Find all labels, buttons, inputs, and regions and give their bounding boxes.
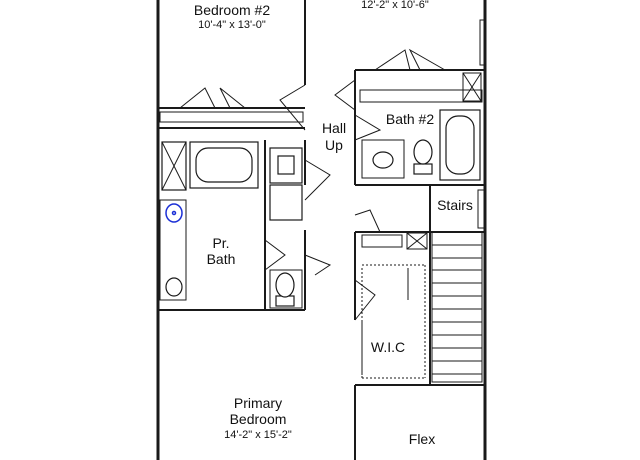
stairs (431, 189, 485, 383)
pr-bath-label-2: Bath (207, 251, 236, 267)
right-window (479, 19, 487, 66)
closet-bath2 (359, 48, 483, 103)
hall-label-1: Hall (322, 120, 346, 136)
primary-dims: 14'-2" x 15'-2" (224, 429, 292, 441)
closet-bedroom2 (159, 87, 304, 123)
wic-label: W.I.C (371, 339, 405, 355)
bath2-fixtures (361, 109, 481, 181)
sinks-primary (159, 199, 187, 301)
bedroom2-dims: 10'-4" x 13'-0" (198, 19, 266, 31)
wic-shelving (361, 264, 426, 379)
bath2-label: Bath #2 (386, 111, 434, 127)
exterior-walls (156, 0, 487, 460)
bathtub (189, 141, 259, 189)
shower (161, 141, 187, 191)
hall-label-2: Up (325, 137, 343, 153)
pr-bath-label-1: Pr. (212, 235, 229, 251)
linen-cabinet (269, 147, 303, 221)
stairs-label: Stairs (437, 197, 473, 213)
wic-cabinet (361, 232, 428, 250)
interior-walls (158, 0, 485, 460)
doors (264, 79, 382, 321)
primary-label-1: Primary (234, 395, 282, 411)
primary-label-2: Bedroom (230, 411, 287, 427)
toilet-primary (269, 269, 303, 309)
flex-label: Flex (409, 431, 435, 447)
bedroom2-name: Bedroom #2 (194, 2, 270, 18)
top-right-dims: 12'-2" x 10'-6" (361, 0, 429, 11)
room-labels: Bedroom #2 10'-4" x 13'-0" 12'-2" x 10'-… (194, 0, 473, 447)
